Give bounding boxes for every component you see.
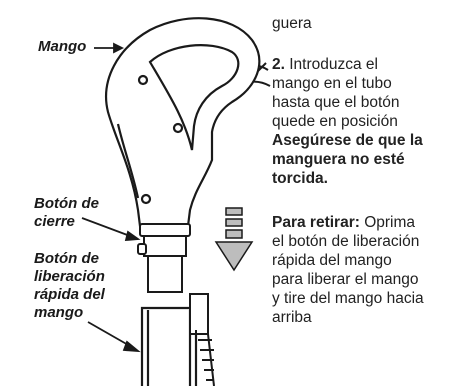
- step-2-line-3: hasta que el botón: [272, 94, 400, 111]
- remove-first: Oprima: [364, 214, 416, 231]
- instructions-column: guera 2. Introduzca el mango en el tubo …: [272, 14, 462, 327]
- label-lock-line-1: Botón de: [34, 195, 99, 212]
- remove-line-3: para liberar el mango: [272, 271, 419, 288]
- warning-line-2: manguera no esté: [272, 151, 405, 168]
- label-release-line-4: mango: [34, 304, 84, 321]
- step-2: 2. Introduzca el mango en el tubo hasta …: [272, 55, 462, 188]
- step-2-line-4: quede en posición: [272, 113, 398, 130]
- handle-body: [105, 17, 261, 228]
- step-2-line-2: mango en el tubo: [272, 75, 392, 92]
- remove-line-5: arriba: [272, 309, 312, 326]
- label-lock-button: Botón de cierre: [34, 195, 99, 231]
- label-release-line-3: rápida del: [34, 286, 105, 303]
- lock-collar: [137, 223, 191, 257]
- warning-line-3: torcida.: [272, 170, 328, 187]
- handle-tube: [147, 255, 183, 293]
- label-lock-line-2: cierre: [34, 213, 75, 230]
- hose-handle-illustration: [81, 17, 271, 386]
- step-2-line-1: Introduzca el: [289, 56, 378, 73]
- remove-line-4: y tire del mango hacia: [272, 290, 424, 307]
- label-handle: Mango: [38, 38, 86, 56]
- step-2-number: 2.: [272, 56, 285, 73]
- remove-label: Para retirar:: [272, 214, 360, 231]
- label-release-button: Botón de liberación rápida del mango: [34, 250, 105, 322]
- remove-line-1: el botón de liberación: [272, 233, 420, 250]
- down-arrow-icon: [214, 207, 254, 272]
- leader-lines: [81, 42, 141, 353]
- release-latch: [189, 293, 215, 386]
- remove-line-2: rápida del mango: [272, 252, 392, 269]
- remove-instructions: Para retirar: Oprima el botón de liberac…: [272, 213, 462, 327]
- wand-tube: [140, 306, 198, 386]
- label-release-line-1: Botón de: [34, 250, 99, 267]
- warning-line-1: Asegúrese de que la: [272, 132, 423, 149]
- label-handle-text: Mango: [38, 38, 87, 55]
- label-release-line-2: liberación: [34, 268, 105, 285]
- fragment-top: guera: [272, 15, 312, 32]
